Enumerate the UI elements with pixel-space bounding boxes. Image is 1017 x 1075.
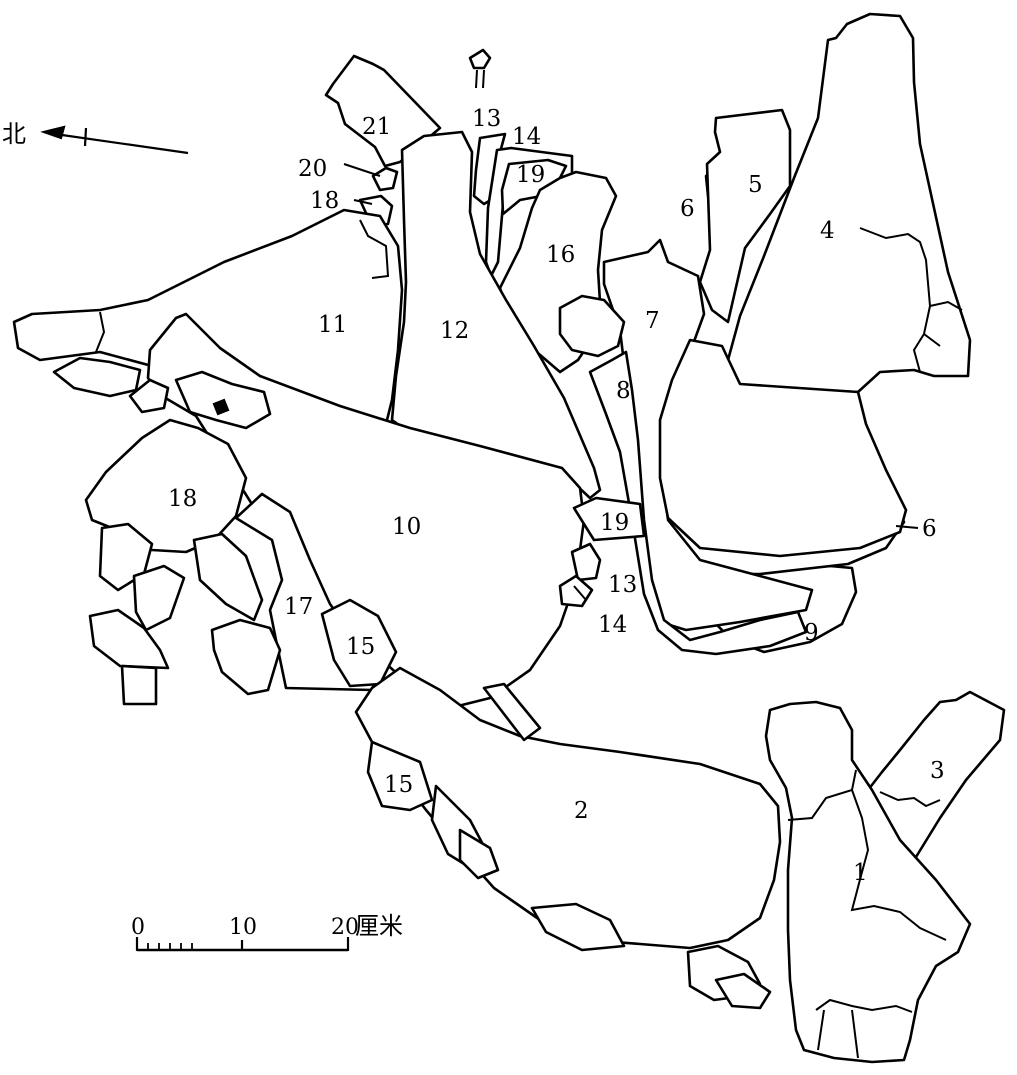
- label-14b: 14: [598, 612, 627, 638]
- bone-13a-shaft: [475, 69, 478, 89]
- bone-19b: [572, 496, 646, 542]
- leader-14: [573, 585, 587, 601]
- bone-11: [12, 208, 404, 426]
- north-arrow-tick: [83, 127, 88, 147]
- bone-3: [866, 690, 1006, 884]
- bone-3-crack: [879, 791, 941, 808]
- scale-bar: 0 10 20 厘米: [131, 912, 403, 952]
- bone-2-link: [482, 682, 542, 742]
- bone-20: [371, 166, 399, 192]
- scale-label-20: 20: [331, 915, 359, 940]
- bone-fragment: [192, 532, 264, 622]
- bone-8: [588, 350, 808, 656]
- label-6b: 6: [922, 516, 937, 542]
- bone-21: [324, 54, 442, 168]
- label-12: 12: [440, 318, 469, 344]
- scale-label-0: 0: [131, 915, 145, 940]
- bone-15a: [320, 598, 398, 688]
- bone-1: [764, 700, 972, 1064]
- bone-5: [698, 108, 792, 324]
- bone-13a: [468, 48, 492, 70]
- label-17: 17: [284, 594, 313, 620]
- leader-20: [343, 163, 381, 177]
- bone-13b: [570, 542, 602, 582]
- bone-fragment: [128, 378, 170, 414]
- leader-lines: [343, 163, 919, 601]
- bone-11-crack: [95, 219, 390, 353]
- bone-fragment: [120, 664, 158, 706]
- leader-18: [353, 199, 373, 205]
- bone-fragment: [210, 618, 282, 696]
- bone-fragment: [52, 356, 142, 398]
- label-13a: 13: [472, 106, 501, 132]
- label-7: 7: [645, 308, 660, 334]
- bone-fragment: [88, 608, 170, 670]
- bone-2-fragment: [530, 902, 626, 952]
- label-18b: 18: [168, 486, 197, 512]
- label-8: 8: [616, 378, 631, 404]
- bone-2-fragment: [458, 828, 500, 880]
- label-13b: 13: [608, 572, 637, 598]
- label-1: 1: [853, 860, 868, 886]
- label-19b: 19: [600, 510, 629, 536]
- north-label: 北: [2, 120, 26, 148]
- bone-16-block: [558, 294, 626, 358]
- north-arrow-shaft: [47, 131, 189, 155]
- bone-labels: 1 2 3 4 5 6 6 7 8 9 10 11 12 13 13 14 14…: [168, 106, 945, 886]
- bone-13a-shaft: [482, 69, 485, 89]
- label-16: 16: [546, 242, 575, 268]
- label-19a: 19: [516, 162, 545, 188]
- bone-4: [720, 12, 972, 394]
- label-18a: 18: [310, 188, 339, 214]
- label-4: 4: [820, 218, 835, 244]
- bone-fragment: [132, 564, 186, 632]
- label-21: 21: [362, 114, 391, 140]
- label-5: 5: [748, 172, 763, 198]
- label-15a: 15: [346, 634, 375, 660]
- bone-fragment-dark: [212, 398, 230, 416]
- north-arrow-head: [40, 125, 66, 140]
- label-6a: 6: [680, 196, 695, 222]
- bone-2-fragment: [714, 972, 772, 1010]
- label-15b: 15: [384, 772, 413, 798]
- label-10: 10: [392, 514, 421, 540]
- north-arrow: 北: [2, 120, 189, 155]
- bone-4-lower: [658, 338, 908, 558]
- bone-15b: [366, 740, 434, 812]
- bone-12: [390, 130, 602, 500]
- label-20: 20: [298, 156, 327, 182]
- scale-label-10: 10: [229, 915, 257, 940]
- label-2: 2: [574, 798, 589, 824]
- leader-6: [895, 525, 919, 529]
- label-11: 11: [318, 312, 347, 338]
- bone-1-crack: [787, 769, 947, 1059]
- label-14a: 14: [512, 124, 541, 150]
- label-3: 3: [930, 758, 945, 784]
- scale-unit: 厘米: [355, 912, 403, 940]
- label-9: 9: [804, 620, 819, 646]
- bone-4-crack: [859, 227, 963, 373]
